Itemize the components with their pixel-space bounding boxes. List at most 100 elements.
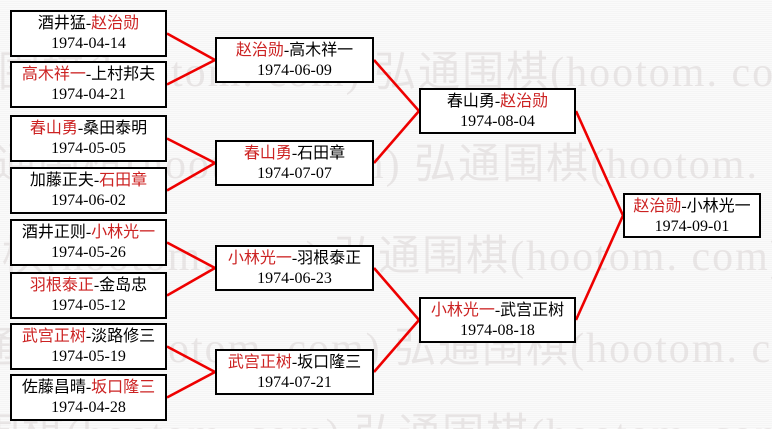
connector-line [166, 370, 216, 399]
player1-name: 武宫正树 [21, 328, 86, 345]
player2-name: 上村邦夫 [91, 66, 156, 83]
players-separator: - [93, 172, 100, 189]
match-players: 高木祥一-上村邦夫 [12, 65, 165, 85]
player2-name: 淡路修三 [91, 328, 156, 345]
player1-name: 武宫正树 [227, 354, 292, 371]
match-date: 1974-06-09 [257, 62, 332, 79]
match-date: 1974-06-02 [51, 192, 126, 209]
match-date: 1974-08-18 [460, 322, 535, 339]
player1-name: 赵治勋 [633, 198, 682, 215]
players-separator: - [291, 250, 298, 267]
players-separator: - [85, 15, 92, 32]
player2-name: 赵治勋 [91, 15, 140, 32]
players-separator: - [291, 145, 298, 162]
match-players: 春山勇-石田章 [217, 144, 372, 164]
players-separator: - [283, 42, 290, 59]
match-date: 1974-07-07 [257, 165, 332, 182]
match-date: 1974-05-12 [51, 297, 126, 314]
match-date: 1974-08-04 [460, 113, 535, 130]
match-players: 赵治勋-高木祥一 [217, 41, 372, 61]
match-players: 武宫正树-坂口隆三 [217, 353, 372, 373]
players-separator: - [291, 354, 298, 371]
connector-line [166, 345, 216, 374]
players-separator: - [85, 379, 92, 396]
player1-name: 酒井猛 [37, 15, 86, 32]
player1-name: 春山勇 [29, 120, 78, 137]
player2-name: 坂口隆三 [91, 379, 156, 396]
player1-name: 赵治勋 [235, 42, 284, 59]
match-players: 春山勇-赵治勋 [421, 92, 574, 112]
players-separator: - [85, 224, 92, 241]
match-players: 小林光一-羽根泰正 [217, 249, 372, 269]
match-date: 1974-05-19 [51, 348, 126, 365]
player2-name: 赵治勋 [500, 93, 549, 110]
connector-line [166, 32, 216, 62]
match-date: 1974-05-26 [51, 244, 126, 261]
player1-name: 加藤正夫 [29, 172, 94, 189]
player2-name: 石田章 [297, 145, 346, 162]
players-separator: - [85, 66, 92, 83]
connector-line [166, 58, 216, 86]
player2-name: 小林光一 [686, 198, 751, 215]
match-players: 赵治勋-小林光一 [625, 197, 759, 217]
match-players: 春山勇-桑田泰明 [12, 119, 165, 139]
players-separator: - [77, 120, 84, 137]
players-separator: - [494, 93, 501, 110]
player1-name: 酒井正则 [21, 224, 86, 241]
player1-name: 佐藤昌晴 [21, 379, 86, 396]
player1-name: 高木祥一 [21, 66, 86, 83]
connector-line [574, 110, 625, 217]
match-players: 酒井正则-小林光一 [12, 223, 165, 243]
match-date: 1974-04-21 [51, 86, 126, 103]
match-players: 小林光一-武宫正树 [421, 301, 574, 321]
match-date: 1974-04-14 [51, 35, 126, 52]
player2-name: 坂口隆三 [297, 354, 362, 371]
player1-name: 小林光一 [227, 250, 292, 267]
connector-line [166, 241, 216, 270]
match-players: 羽根泰正-金岛忠 [12, 276, 165, 296]
connector-line [166, 161, 216, 192]
player2-name: 武宫正树 [500, 302, 565, 319]
match-date: 1974-09-01 [654, 218, 730, 235]
connector-line [373, 267, 420, 321]
players-separator: - [494, 302, 501, 319]
match-players: 酒井猛-赵治勋 [12, 14, 165, 34]
match-date: 1974-06-23 [257, 270, 332, 287]
player1-name: 春山勇 [446, 93, 495, 110]
player2-name: 金岛忠 [99, 277, 148, 294]
connector-line [373, 110, 420, 164]
players-separator: - [681, 198, 687, 215]
player2-name: 石田章 [99, 172, 148, 189]
match-players: 武宫正树-淡路修三 [12, 327, 165, 347]
players-separator: - [93, 277, 100, 294]
connector-line [373, 59, 420, 112]
player2-name: 高木祥一 [289, 42, 354, 59]
player2-name: 桑田泰明 [83, 120, 148, 137]
player1-name: 春山勇 [243, 145, 292, 162]
match-date: 1974-05-05 [51, 140, 126, 157]
match-players: 佐藤昌晴-坂口隆三 [12, 378, 165, 398]
connector-line [166, 266, 216, 297]
match-players: 加藤正夫-石田章 [12, 171, 165, 191]
player2-name: 羽根泰正 [297, 250, 362, 267]
player1-name: 羽根泰正 [29, 277, 94, 294]
connector-line [574, 214, 625, 321]
connector-line [373, 319, 420, 373]
players-separator: - [85, 328, 92, 345]
